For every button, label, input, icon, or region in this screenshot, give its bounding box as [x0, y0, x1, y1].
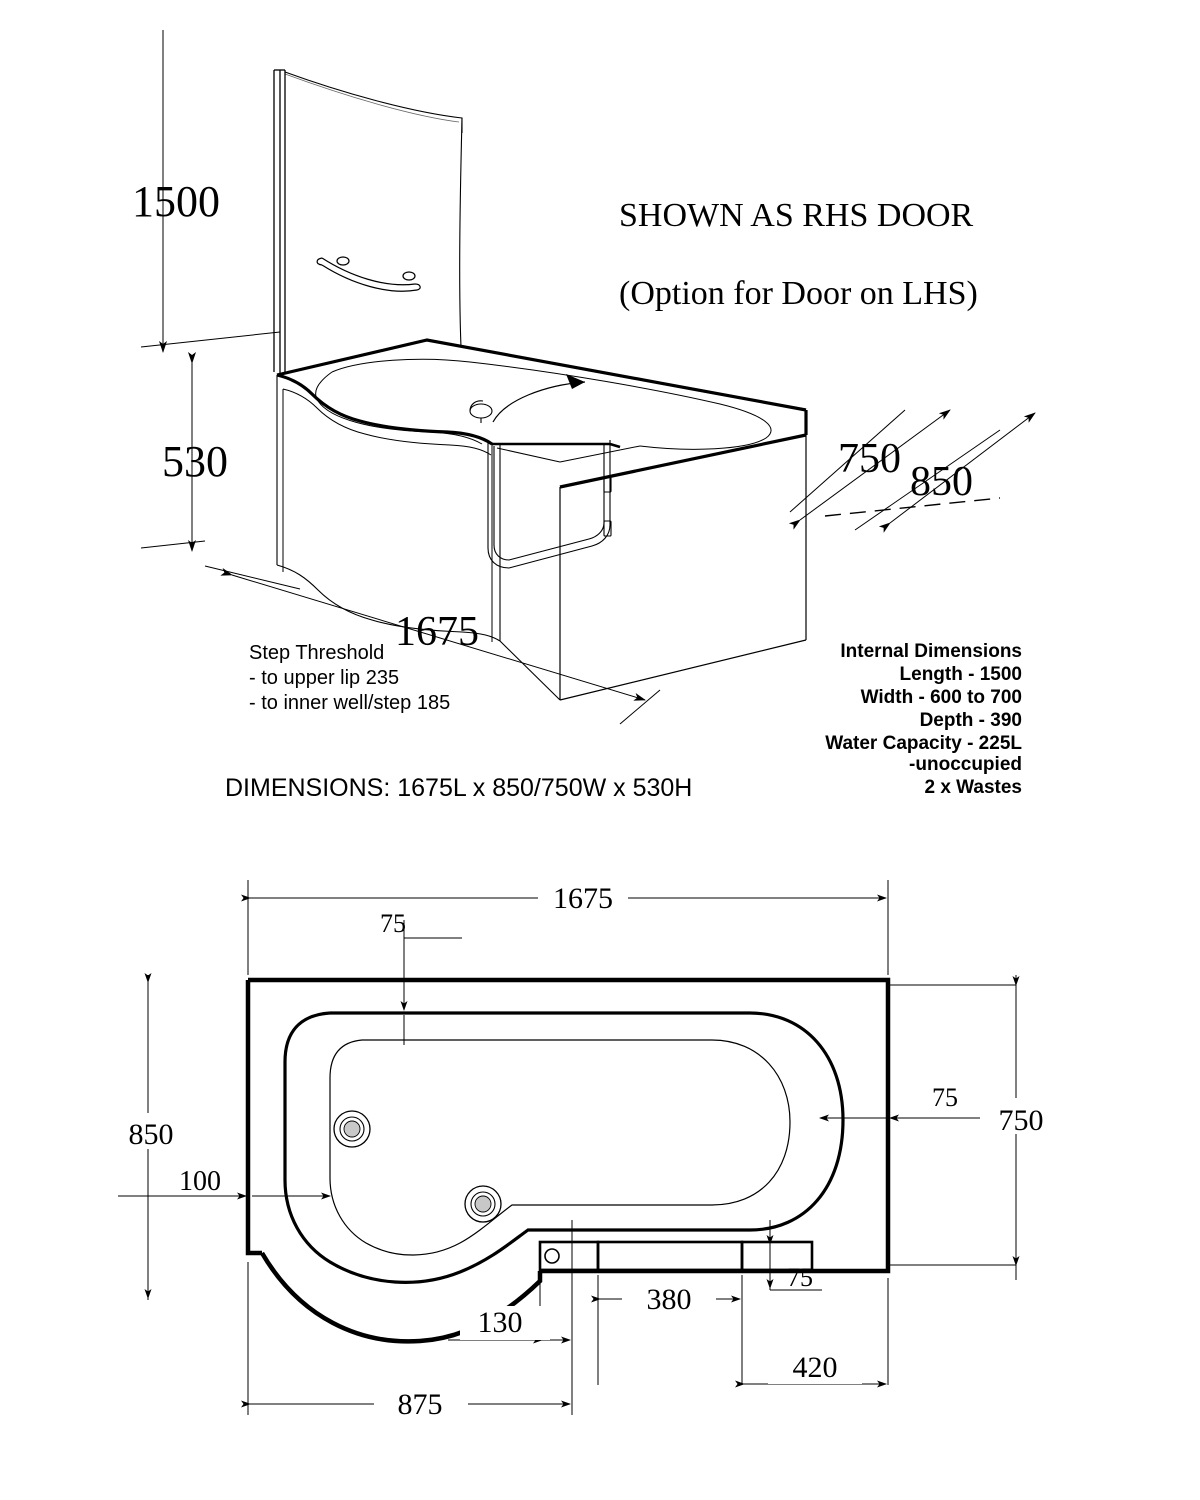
dim-130-plan: 130	[448, 1306, 571, 1344]
door-swing-arrow	[492, 374, 586, 423]
internal-dims-width: Width - 600 to 700	[861, 687, 1022, 708]
step-threshold-title: Step Threshold	[249, 642, 384, 664]
panel-latch-icon	[544, 1248, 560, 1264]
dim-380-plan-label: 380	[647, 1283, 692, 1316]
internal-dims-capacity-note: -unoccupied	[909, 754, 1022, 775]
internal-dims-depth: Depth - 390	[920, 710, 1022, 731]
dim-1500-iso: 1500	[132, 30, 220, 353]
dim-530-iso: 530	[162, 352, 228, 552]
internal-dims-length: Length - 1500	[900, 664, 1022, 685]
step-threshold-inner-well: - to inner well/step 185	[249, 692, 450, 714]
dim-1500-iso-label: 1500	[132, 177, 220, 226]
internal-dims-title: Internal Dimensions	[840, 641, 1022, 662]
dim-420-plan: 420	[735, 1348, 887, 1388]
dim-100-plan-label: 100	[179, 1166, 221, 1197]
dim-875-plan: 875	[241, 1386, 571, 1421]
dim-750-plan: 750	[982, 976, 1060, 1266]
dim-75-bottom-plan: 75	[766, 1222, 822, 1292]
dim-850-plan: 850	[112, 973, 190, 1299]
dim-420-plan-label: 420	[793, 1351, 838, 1384]
dim-875-plan-label: 875	[398, 1388, 443, 1421]
internal-dimensions-block: Internal Dimensions Length - 1500 Width …	[825, 641, 1022, 798]
dim-850-plan-label: 850	[129, 1118, 174, 1151]
dimensions-summary: DIMENSIONS: 1675L x 850/750W x 530H	[225, 774, 692, 802]
dim-750-iso-label: 750	[838, 436, 901, 482]
internal-dims-wastes: 2 x Wastes	[924, 777, 1022, 798]
walk-in-door	[487, 440, 612, 569]
dim-1675-plan: 1675	[241, 880, 887, 915]
plan-outer-rect-left	[245, 980, 262, 1256]
dim-380-plan: 380	[591, 1281, 741, 1316]
plan-waste-2	[464, 1185, 502, 1223]
plan-rim-right-dome	[330, 1011, 845, 1232]
iso-heading-rhs: SHOWN AS RHS DOOR	[619, 197, 974, 234]
plan-waste-1	[333, 1110, 371, 1148]
dim-530-iso-label: 530	[162, 437, 228, 486]
waste-outlet-iso	[469, 400, 493, 423]
dim-75-right-plan: 75	[819, 1083, 978, 1122]
plan-bowl-right	[362, 1039, 791, 1206]
dim-1675-plan-label: 1675	[553, 882, 613, 915]
internal-dims-capacity: Water Capacity - 225L	[825, 733, 1022, 754]
plan-bowl-left	[329, 1039, 540, 1256]
dim-750-plan-label: 750	[999, 1104, 1044, 1137]
screen-handle	[316, 256, 421, 292]
iso-floor-dash	[824, 497, 1001, 517]
plan-rim-left-curve	[283, 1011, 545, 1284]
bath-isometric	[276, 338, 808, 701]
dim-75-bottom-label: 75	[787, 1263, 813, 1292]
plan-panel-dividers	[596, 1242, 744, 1270]
dim-100-plan: 100	[160, 1166, 331, 1200]
isometric-view: 1500 530 1675 750 850	[132, 30, 1036, 802]
iso-heading-lhs-option: (Option for Door on LHS)	[619, 275, 978, 312]
dim-75-right-label: 75	[932, 1083, 958, 1112]
dim-75-top-label: 75	[380, 909, 406, 938]
dim-850-iso: 850	[878, 412, 1036, 533]
step-threshold-upper-lip: - to upper lip 235	[249, 667, 399, 689]
plan-outer-curve-front	[260, 1251, 543, 1344]
step-threshold-note: Step Threshold - to upper lip 235 - to i…	[249, 642, 450, 714]
dim-850-iso-label: 850	[910, 459, 973, 505]
dim-130-plan-label: 130	[478, 1306, 523, 1339]
dim-75-top-plan: 75	[380, 909, 462, 1045]
plan-outer-rect-top-right	[248, 977, 891, 1274]
plan-view: 1675 75 850 100 750	[112, 880, 1060, 1421]
